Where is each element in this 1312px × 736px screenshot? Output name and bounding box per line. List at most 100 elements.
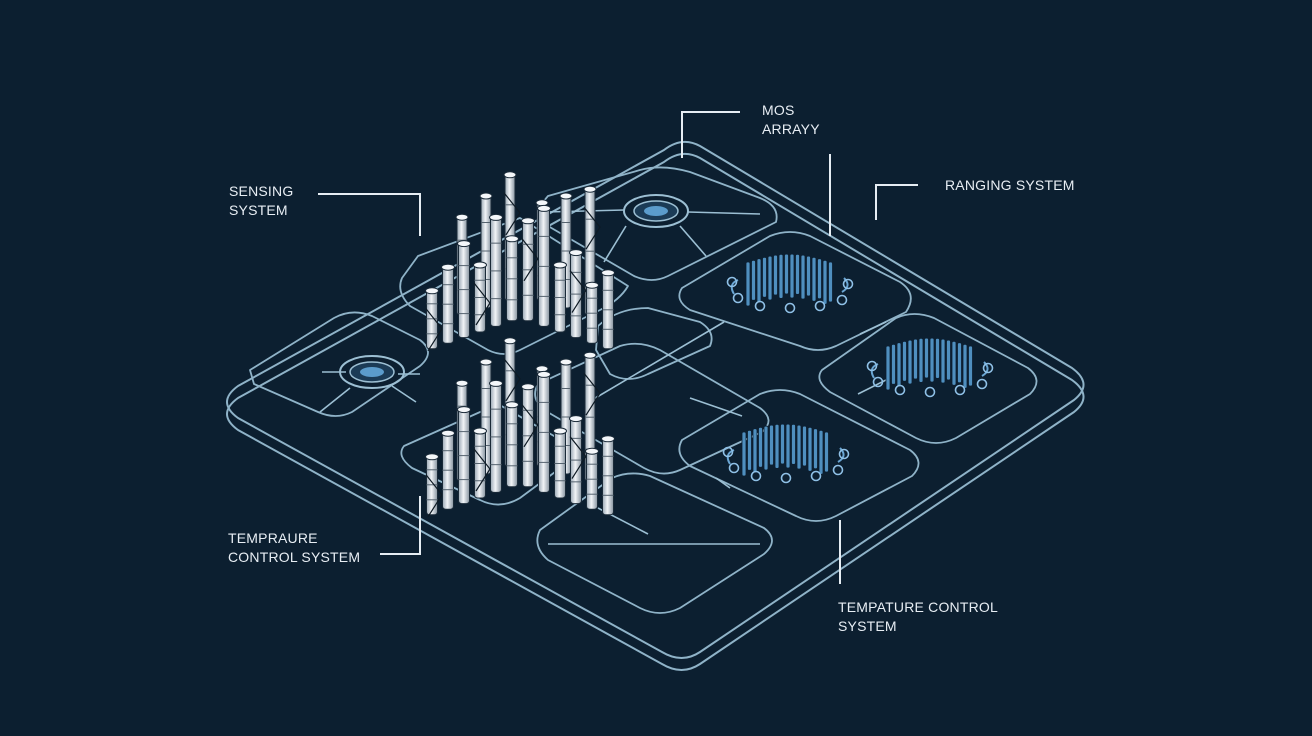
chip-fin <box>817 258 822 300</box>
chip-fin <box>796 424 802 470</box>
chip-pin <box>924 386 936 398</box>
chip-pin <box>784 302 796 314</box>
chip-pin <box>842 278 854 290</box>
cell-bottom <box>536 472 773 614</box>
mos-column <box>457 240 471 339</box>
chip-pin <box>982 362 994 374</box>
cell-right-mid <box>818 313 1038 444</box>
chip-pin <box>750 470 762 482</box>
chip-fin <box>935 337 940 379</box>
chip-fin <box>885 345 891 391</box>
mos-column <box>521 217 539 322</box>
cell-right-low <box>678 389 920 522</box>
chip-pin <box>780 472 792 484</box>
chip-pin <box>872 376 884 388</box>
mos-column-cluster-top <box>425 171 615 352</box>
chip-fin <box>946 339 951 381</box>
chip-fin <box>785 423 791 469</box>
label-temprature-control-left: TEMPRAURE CONTROL SYSTEM <box>228 529 360 567</box>
chip-fin <box>800 254 806 300</box>
sensor-hub-left <box>339 355 405 389</box>
cell-left <box>249 311 429 417</box>
mos-column <box>585 447 599 510</box>
chip-pin <box>866 360 878 372</box>
mos-column <box>473 261 491 333</box>
chip-fin <box>951 340 957 386</box>
mos-column <box>585 281 599 344</box>
mos-column <box>537 204 551 327</box>
mos-column <box>473 427 491 499</box>
board-base <box>226 140 1085 671</box>
chip-fin <box>774 423 780 469</box>
chip-pin <box>838 448 850 460</box>
label-temprature-control-right-line2: SYSTEM <box>838 618 897 634</box>
chip-fin <box>891 343 896 385</box>
cell-right-top <box>678 231 912 351</box>
leader-ranging-system <box>875 184 918 220</box>
chip-pin <box>894 384 906 396</box>
chip-fin <box>896 342 902 388</box>
chip-fin <box>791 423 796 465</box>
chip-fin <box>806 255 811 297</box>
chip-fin <box>918 337 924 383</box>
chip-pin <box>732 292 744 304</box>
mos-column <box>489 379 503 493</box>
chip-pin <box>728 462 740 474</box>
chip-fin <box>807 426 813 472</box>
chip-pin <box>976 378 988 390</box>
chip-pin <box>832 464 844 476</box>
chip-fin <box>802 425 807 467</box>
ranging-chip-module-right <box>866 337 994 398</box>
chip-fin <box>763 425 769 471</box>
label-temprature-control-left-line2: CONTROL SYSTEM <box>228 549 361 565</box>
chip-fin <box>773 254 778 296</box>
chip-fin <box>929 337 935 383</box>
chip-fin <box>758 426 763 468</box>
chip-fin <box>795 253 800 295</box>
mos-column <box>505 401 519 488</box>
mos-column <box>553 261 567 333</box>
leader-mos-array <box>681 111 740 158</box>
mos-column <box>601 435 615 516</box>
chip-pin <box>726 276 738 288</box>
chip-fin <box>780 423 785 465</box>
label-ranging-system: RANGING SYSTEM <box>945 176 1075 195</box>
chip-fin <box>924 337 929 379</box>
chip-fin <box>767 255 773 301</box>
sensor-hub-top <box>623 194 689 228</box>
chip-fin <box>762 256 767 298</box>
connector-lines <box>319 209 891 545</box>
chip-fin <box>913 338 918 380</box>
chip-fin <box>741 431 747 477</box>
chip-fin <box>811 256 817 302</box>
leader-temperature-left <box>380 496 421 555</box>
mos-column <box>441 263 455 344</box>
ranging-chip-module-top <box>726 253 854 314</box>
mos-column <box>505 235 519 322</box>
label-mos-array-line2: ARRAYY <box>762 121 820 137</box>
mos-column <box>569 249 587 339</box>
leader-sensing-system <box>318 193 421 236</box>
chip-fin <box>902 340 907 382</box>
chip-fin <box>813 428 818 470</box>
chip-fin <box>756 258 762 304</box>
chip-fin <box>751 259 756 301</box>
label-temprature-control-right-line1: TEMPATURE CONTROL <box>838 599 998 615</box>
cell-center-upper <box>595 307 713 380</box>
chip-pin <box>722 446 734 458</box>
chip-fin <box>962 343 968 389</box>
chip-pin <box>954 384 966 396</box>
cell-sensing-bottom <box>400 403 583 506</box>
chip-fin <box>778 253 784 299</box>
mos-column <box>601 269 615 350</box>
mos-column <box>425 287 443 352</box>
label-temprature-control-right: TEMPATURE CONTROL SYSTEM <box>838 598 998 636</box>
chip-pin <box>754 300 766 312</box>
chip-fin <box>828 261 833 303</box>
label-sensing-system-line2: SYSTEM <box>229 202 288 218</box>
label-sensing-system-line1: SENSING <box>229 183 294 199</box>
leader-lines <box>318 111 918 584</box>
chip-fin <box>822 259 828 305</box>
chip-fin <box>907 339 913 385</box>
mos-column <box>425 453 443 518</box>
